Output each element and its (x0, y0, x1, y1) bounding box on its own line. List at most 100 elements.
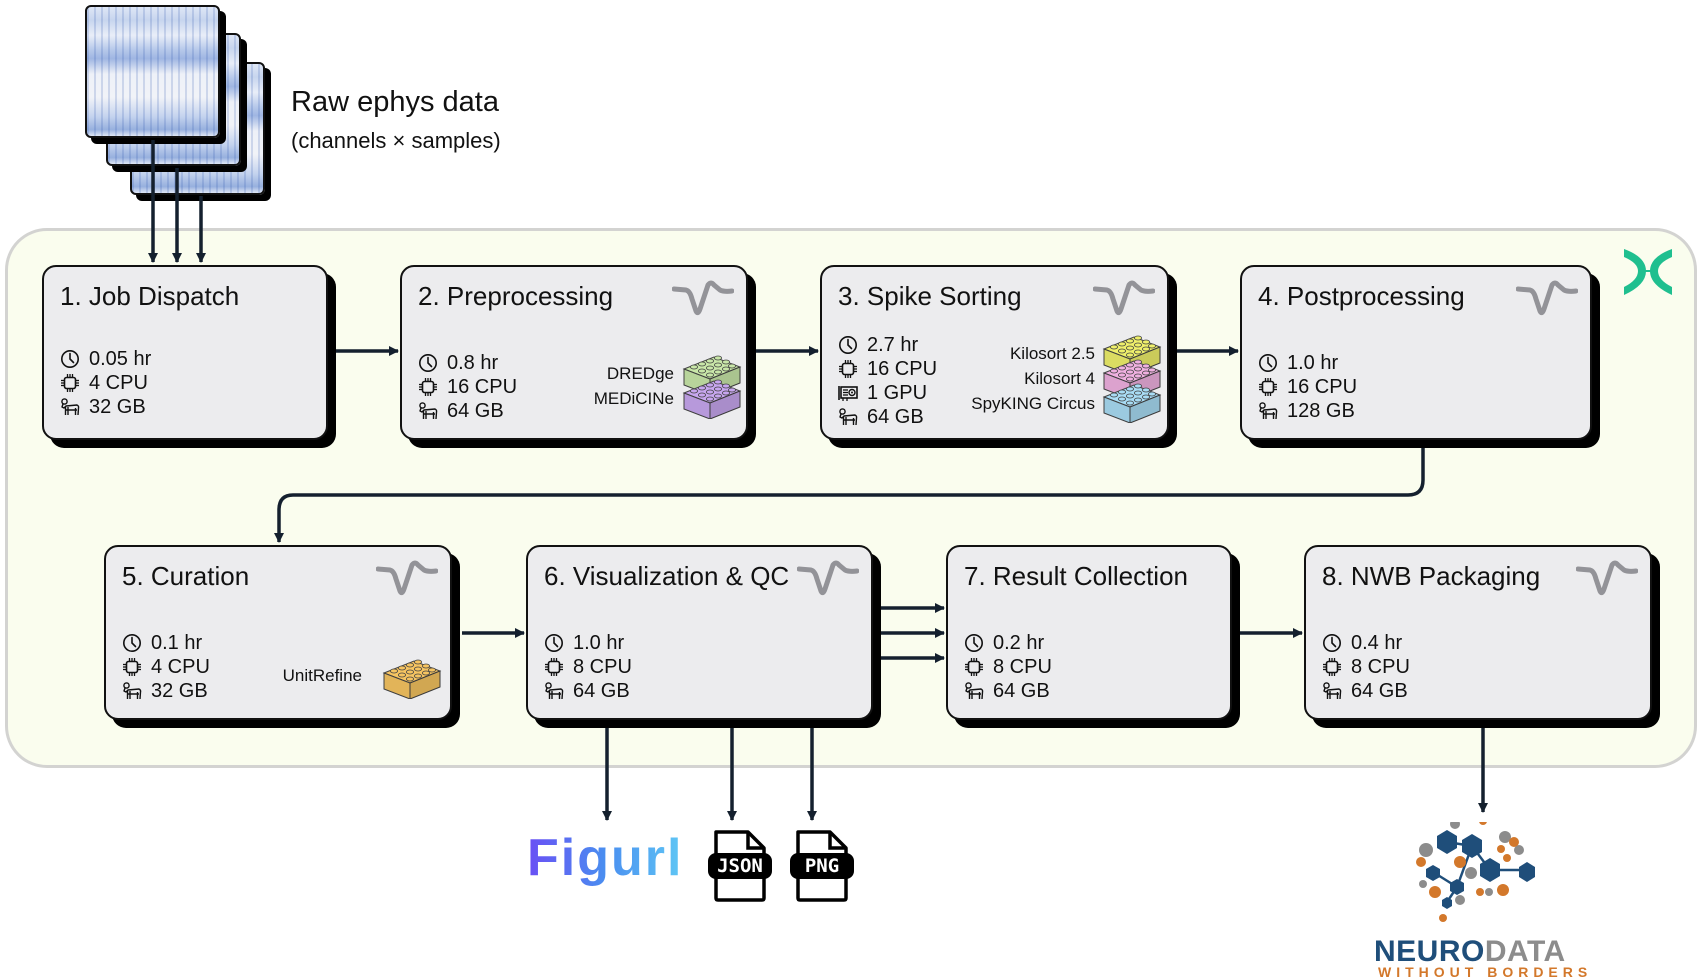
ram-icon (61, 398, 80, 416)
spike-waveform-icon (375, 559, 439, 599)
clock-icon (839, 336, 857, 354)
nwb-network-icon (1416, 822, 1535, 922)
input-subtitle: (channels × samples) (291, 128, 501, 153)
json-file-icon: JSON (708, 830, 772, 902)
cpu-value: 4 CPU (151, 656, 210, 678)
tool-label: Kilosort 2.5 (1009, 344, 1095, 363)
clock-icon (965, 634, 983, 652)
nwb-tagline: WITHOUT BORDERS (1378, 964, 1593, 980)
nwb-data: DATA (1484, 935, 1566, 968)
cpu-icon (61, 374, 79, 392)
gpu-value: 1 GPU (867, 382, 928, 404)
spike-waveform-icon (796, 559, 860, 599)
stat-time: 1.0 hr (544, 631, 632, 655)
tool-label: Kilosort 4 (1024, 369, 1095, 388)
stat-cpu: 16 CPU (838, 357, 937, 381)
stat-cpu: 8 CPU (544, 655, 632, 679)
stage-title: 3. Spike Sorting (838, 281, 1022, 311)
ram-icon (419, 402, 438, 420)
stat-time: 0.05 hr (60, 347, 151, 371)
time-value: 2.7 hr (867, 334, 919, 356)
stage-title: 2. Preprocessing (418, 281, 614, 311)
stat-memory: 64 GB (544, 679, 632, 703)
stat-cpu: 16 CPU (418, 375, 517, 399)
brick-icon (1102, 383, 1162, 423)
cpu-value: 8 CPU (993, 656, 1052, 678)
stage-title: 8. NWB Packaging (1322, 561, 1541, 591)
spike-waveform-icon (1092, 279, 1156, 319)
memory-value: 32 GB (89, 396, 146, 418)
nwb-wordmark: NEURODATA (1374, 935, 1566, 969)
tool-label: DREDge (606, 364, 674, 383)
stat-memory: 64 GB (838, 405, 937, 429)
gpu-icon (838, 386, 858, 401)
cpu-icon (1259, 378, 1277, 396)
stage-title: 6. Visualization & QC (544, 561, 790, 591)
brick-icon (1102, 359, 1162, 400)
cpu-icon (419, 378, 437, 396)
stat-time: 2.7 hr (838, 333, 937, 357)
cpu-icon (839, 360, 857, 378)
stat-memory: 64 GB (418, 399, 517, 423)
tool-label: MEDiCINe (593, 389, 674, 408)
stat-time: 0.4 hr (1322, 631, 1410, 655)
stat-memory: 32 GB (122, 679, 210, 703)
ram-icon (545, 682, 564, 700)
ram-icon (123, 682, 142, 700)
stage-title: 5. Curation (122, 561, 250, 591)
stat-cpu: 16 CPU (1258, 375, 1357, 399)
stat-gpu: 1 GPU (838, 381, 937, 405)
arrow-4-5 (274, 448, 1425, 543)
stat-memory: 64 GB (1322, 679, 1410, 703)
time-value: 1.0 hr (1287, 352, 1339, 374)
memory-value: 32 GB (151, 680, 208, 702)
stat-cpu: 8 CPU (1322, 655, 1410, 679)
stat-time: 0.2 hr (964, 631, 1052, 655)
pipeline-logo-icon (1624, 249, 1672, 295)
clock-icon (1259, 354, 1277, 372)
time-value: 0.05 hr (89, 348, 152, 370)
time-value: 0.8 hr (447, 352, 499, 374)
stage-title: 7. Result Collection (964, 561, 1188, 591)
time-value: 0.4 hr (1351, 632, 1403, 654)
cpu-icon (123, 658, 141, 676)
tool-label: SpyKING Circus (971, 394, 1095, 413)
memory-value: 64 GB (447, 400, 504, 422)
memory-value: 128 GB (1287, 400, 1355, 422)
cpu-icon (1323, 658, 1341, 676)
cpu-value: 4 CPU (89, 372, 148, 394)
json-label: JSON (717, 855, 763, 877)
tool-list: UnitRefine (283, 663, 362, 688)
raw-data-panel-1 (85, 5, 220, 138)
input-title: Raw ephys data (291, 86, 499, 118)
stat-time: 1.0 hr (1258, 351, 1357, 375)
cpu-value: 8 CPU (1351, 656, 1410, 678)
clock-icon (61, 350, 79, 368)
stat-cpu: 4 CPU (60, 371, 151, 395)
ram-icon (1259, 402, 1278, 420)
stage-title: 1. Job Dispatch (60, 281, 240, 311)
figurl-logo: Figurl (527, 829, 684, 887)
memory-value: 64 GB (573, 680, 630, 702)
tool-bricks (682, 355, 742, 419)
spike-waveform-icon (1575, 559, 1639, 599)
stat-cpu: 8 CPU (964, 655, 1052, 679)
png-label: PNG (804, 855, 840, 877)
stat-time: 0.1 hr (122, 631, 210, 655)
ram-icon (1323, 682, 1342, 700)
